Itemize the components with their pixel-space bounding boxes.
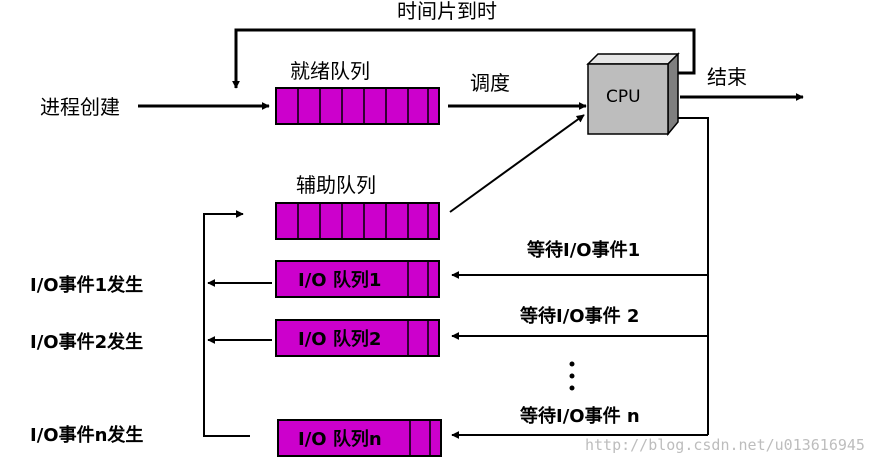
cpu-label: CPU [606,87,641,107]
io-queue-1-label: I/O 队列1 [298,269,381,291]
ion-occur-label: I/O事件n发生 [30,424,143,446]
process-create-label: 进程创建 [40,95,120,119]
wait-io2-label: 等待I/O事件 2 [520,305,639,327]
wait-io1-label: 等待I/O事件1 [527,239,640,261]
watermark-text: http://blog.csdn.net/u013616945 [585,436,865,454]
wait-ion-label: 等待I/O事件 n [520,405,640,427]
ready-queue-label: 就绪队列 [290,59,370,83]
io-queue-2 [275,319,440,357]
aux-queue [275,202,440,240]
return-path [203,210,250,437]
io-queue-2-label: I/O 队列2 [298,328,381,350]
end-label: 结束 [707,65,747,89]
cpu-box [586,52,680,137]
schedule-label: 调度 [470,71,510,95]
time-slice-label: 时间片到时 [397,0,497,23]
io-queue-n [277,419,442,457]
aux-to-cpu-arrow [449,114,585,213]
ready-queue [275,87,440,125]
io2-occur-label: I/O事件2发生 [30,331,143,353]
ellipsis-dots [569,361,575,391]
io1-occur-label: I/O事件1发生 [30,274,143,296]
cpu-wait-line [678,117,709,435]
time-slice-loop [232,28,696,89]
io-queue-1 [275,260,440,298]
io-queue-n-label: I/O 队列n [298,428,382,450]
aux-queue-label: 辅助队列 [296,173,376,197]
